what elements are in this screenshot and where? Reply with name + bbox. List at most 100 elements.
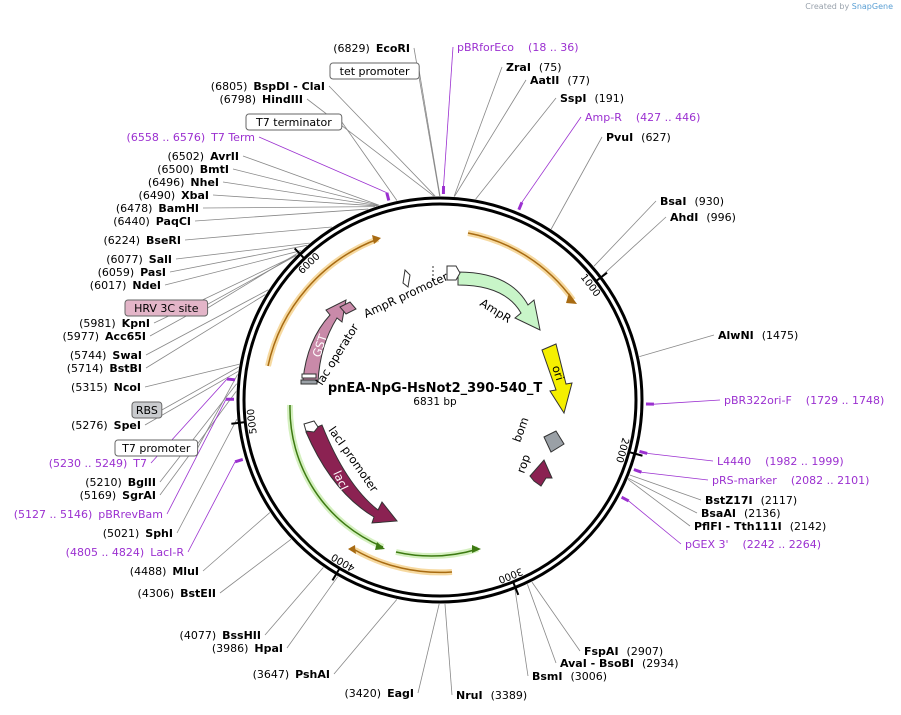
site-label: (6829)EcoRI	[333, 42, 410, 55]
site-position: (6500)	[157, 163, 194, 176]
primer-name: T7	[132, 457, 147, 470]
site-label: (4306)BstEII	[138, 587, 216, 600]
site-position: (4306)	[138, 587, 175, 600]
site-label: (6224)BseRI	[103, 234, 181, 247]
site-position: (1475)	[762, 329, 799, 342]
leader-line	[144, 363, 240, 388]
primer-leader	[521, 116, 582, 203]
site-position: (6805)	[211, 80, 248, 93]
site-name: BstBI	[109, 362, 142, 375]
site-name: FspAI	[584, 645, 619, 658]
site-position: (3389)	[491, 689, 528, 702]
site-position: (930)	[694, 195, 724, 208]
site-name: HpaI	[254, 642, 283, 655]
tick-mark	[512, 581, 520, 596]
leader-line	[207, 251, 300, 309]
primer-range: (1729 .. 1748)	[806, 394, 885, 407]
site-position: (77)	[567, 74, 590, 87]
site-label: (5977)Acc65I	[62, 330, 146, 343]
leader-line	[453, 66, 503, 197]
site-name: KpnI	[122, 317, 150, 330]
snapgene-brand: SnapGene	[851, 2, 893, 11]
primer-leader	[641, 471, 709, 481]
tick-mark	[231, 421, 246, 425]
site-name: BsaI	[660, 195, 686, 208]
primer-label: pBR322ori-F(1729 .. 1748)	[724, 394, 884, 407]
leader-line	[222, 181, 379, 207]
leader-line	[264, 567, 324, 636]
ori-arrow	[541, 343, 573, 415]
site-name: BseRI	[146, 234, 181, 247]
leader-line	[202, 206, 375, 209]
plasmid-name: pnEA-NpG-HsNot2_390-540_T	[328, 381, 543, 396]
primer-leader	[647, 453, 714, 462]
feature-box-label: HRV 3C site	[134, 302, 199, 315]
site-position: (6077)	[106, 253, 143, 266]
site-label: (6490)XbaI	[139, 189, 209, 202]
site-position: (2907)	[627, 645, 664, 658]
site-name: BspDI - ClaI	[253, 80, 325, 93]
feature-box	[124, 299, 209, 317]
site-label: BsmI(3006)	[532, 670, 607, 683]
leader-line	[601, 216, 667, 277]
tick-mark	[628, 451, 643, 457]
site-label: AatII (77)	[530, 74, 590, 87]
primer-label: (5127 .. 5146)pBRrevBam	[14, 508, 163, 521]
primer-name: pBRrevBam	[98, 508, 163, 521]
site-position: (5210)	[85, 476, 122, 489]
leader-line	[417, 603, 440, 694]
site-name: PasI	[140, 266, 166, 279]
site-label: (5276)SpeI	[71, 419, 141, 432]
leader-line	[145, 294, 266, 369]
tick-label: 5000	[246, 408, 260, 435]
primer-range: (2242 .. 2264)	[743, 538, 822, 551]
site-label: BsaI (930)	[660, 195, 724, 208]
primer-leader	[628, 500, 682, 545]
primer-leader	[166, 399, 227, 515]
site-position: (75)	[539, 61, 562, 74]
primer-label: (5230 .. 5249)T7	[49, 457, 147, 470]
primer-mark	[385, 192, 391, 201]
site-label: FspAI (2907)	[584, 645, 663, 658]
snapgene-credit: Created by SnapGene	[805, 2, 893, 11]
site-name: XbaI	[181, 189, 209, 202]
primer-mark	[234, 458, 244, 464]
site-name: AvaI - BsoBI	[560, 657, 634, 670]
site-name: NdeI	[132, 279, 161, 292]
site-label: (5981) KpnI	[79, 317, 150, 330]
leader-line	[202, 512, 271, 572]
label-bom: bom	[510, 415, 532, 444]
site-label: (6496)NheI	[148, 176, 219, 189]
feature-box	[245, 113, 343, 131]
label-ampr: AmpR	[477, 296, 514, 326]
site-name: MluI	[172, 565, 199, 578]
site-label: BsaAI(2136)	[701, 507, 781, 520]
tick-mark	[293, 247, 306, 260]
site-position: (5981)	[79, 317, 116, 330]
primer-mark	[639, 449, 648, 455]
site-position: (2117)	[761, 494, 798, 507]
site-name: EcoRI	[376, 42, 410, 55]
leader-line	[341, 121, 398, 201]
site-position: (3420)	[345, 687, 382, 700]
primer-label: pBRforEco(18 .. 36)	[457, 41, 579, 54]
site-name: HindIII	[262, 93, 303, 106]
leader-line	[169, 244, 308, 273]
site-label: ZraI(75)	[506, 61, 562, 74]
site-label: PflFI - Tth111I(2142)	[694, 520, 826, 533]
site-position: (191)	[594, 92, 624, 105]
leader-line	[159, 383, 237, 483]
primer-range: (4805 .. 4824)	[66, 546, 145, 559]
site-position: (6017)	[90, 279, 127, 292]
site-position: (6059)	[98, 266, 135, 279]
primer-leader	[187, 461, 236, 553]
leader-line	[628, 477, 698, 514]
site-position: (3647)	[253, 668, 290, 681]
site-position: (5977)	[62, 330, 99, 343]
tick-label: 3000	[496, 565, 524, 585]
primer-name: T7 Term	[210, 131, 255, 144]
site-name: AatII	[530, 74, 559, 87]
leader-line	[550, 136, 603, 230]
site-name: PaqCI	[156, 215, 191, 228]
